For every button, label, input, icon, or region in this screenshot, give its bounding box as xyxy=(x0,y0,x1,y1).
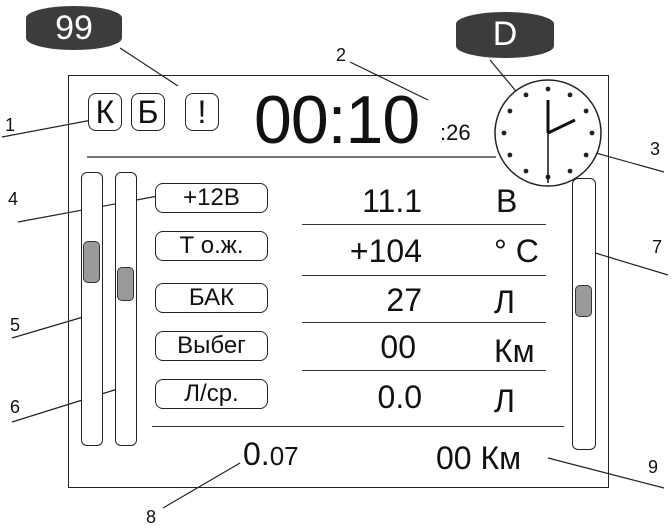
leader-9 xyxy=(547,457,665,489)
gauge-left-b-thumb xyxy=(117,267,134,301)
row-divider xyxy=(302,370,546,371)
trip-fuel-value: 0.07 xyxy=(243,436,299,474)
gauge-left-b xyxy=(115,172,137,446)
leader-8 xyxy=(162,462,241,509)
row-divider xyxy=(302,322,546,323)
row-unit-voltage: В xyxy=(496,183,518,219)
bottom-divider xyxy=(152,426,564,427)
gauge-right-thumb xyxy=(575,285,592,317)
row-value-coast: 00 xyxy=(380,329,416,365)
row-label-coast: Выбег xyxy=(155,331,268,361)
callout-5: 5 xyxy=(10,315,21,335)
clock-tick xyxy=(523,168,529,174)
callout-1: 1 xyxy=(5,115,16,135)
row-unit-avg-fuel: Л xyxy=(494,383,515,419)
trip-fuel-main: 0. xyxy=(243,436,270,472)
time-seconds: :26 xyxy=(440,120,471,145)
row-value-tank: 27 xyxy=(386,282,422,318)
row-label-voltage: +12В xyxy=(155,183,268,213)
clock-tick xyxy=(583,152,589,158)
row-label-avg-fuel: Л/ср. xyxy=(155,379,268,409)
row-label-tank: БАК xyxy=(155,283,268,313)
clock-tick xyxy=(583,108,589,114)
tag-99: 99 xyxy=(26,6,122,50)
tag-d: D xyxy=(456,12,554,58)
trip-fuel-decimals: 07 xyxy=(269,441,299,471)
leader-1 xyxy=(1,119,93,138)
clock-tick xyxy=(523,92,529,98)
indicator-b: Б xyxy=(131,93,165,131)
row-unit-coolant: ° С xyxy=(494,233,539,269)
main-time: 00:10 xyxy=(254,82,420,158)
clock-tick xyxy=(507,152,513,158)
leader-7 xyxy=(591,251,669,276)
leader-99 xyxy=(119,47,179,87)
trip-distance-value: 00 Км xyxy=(436,440,522,476)
gauge-left-a xyxy=(81,172,103,446)
row-value-avg-fuel: 0.0 xyxy=(377,379,422,415)
clock-tick xyxy=(545,86,551,92)
callout-2: 2 xyxy=(336,45,347,65)
leader-5 xyxy=(11,314,91,339)
clock-tick xyxy=(501,130,507,136)
callout-4: 4 xyxy=(8,189,19,209)
clock-tick xyxy=(507,108,513,114)
row-label-coolant: Т о.ж. xyxy=(155,231,268,261)
callout-8: 8 xyxy=(146,507,157,527)
leader-2 xyxy=(349,61,429,101)
clock-tick xyxy=(589,130,595,136)
row-divider xyxy=(302,224,546,225)
row-value-voltage: 11.1 xyxy=(362,183,422,219)
clock-icon xyxy=(494,79,602,187)
display-panel xyxy=(68,75,609,488)
callout-3: 3 xyxy=(650,139,661,159)
row-unit-coast: Км xyxy=(494,333,535,369)
callout-9: 9 xyxy=(648,457,659,477)
row-unit-tank: Л xyxy=(494,284,515,320)
gauge-right xyxy=(572,178,596,450)
clock-tick xyxy=(567,92,573,98)
row-divider xyxy=(302,275,546,276)
callout-6: 6 xyxy=(10,397,21,417)
callout-7: 7 xyxy=(652,237,663,257)
indicator-k: К xyxy=(88,93,122,131)
gauge-left-a-thumb xyxy=(83,241,100,283)
clock-tick xyxy=(567,168,573,174)
indicator-warning: ! xyxy=(185,93,219,131)
row-value-coolant: +104 xyxy=(349,233,422,269)
